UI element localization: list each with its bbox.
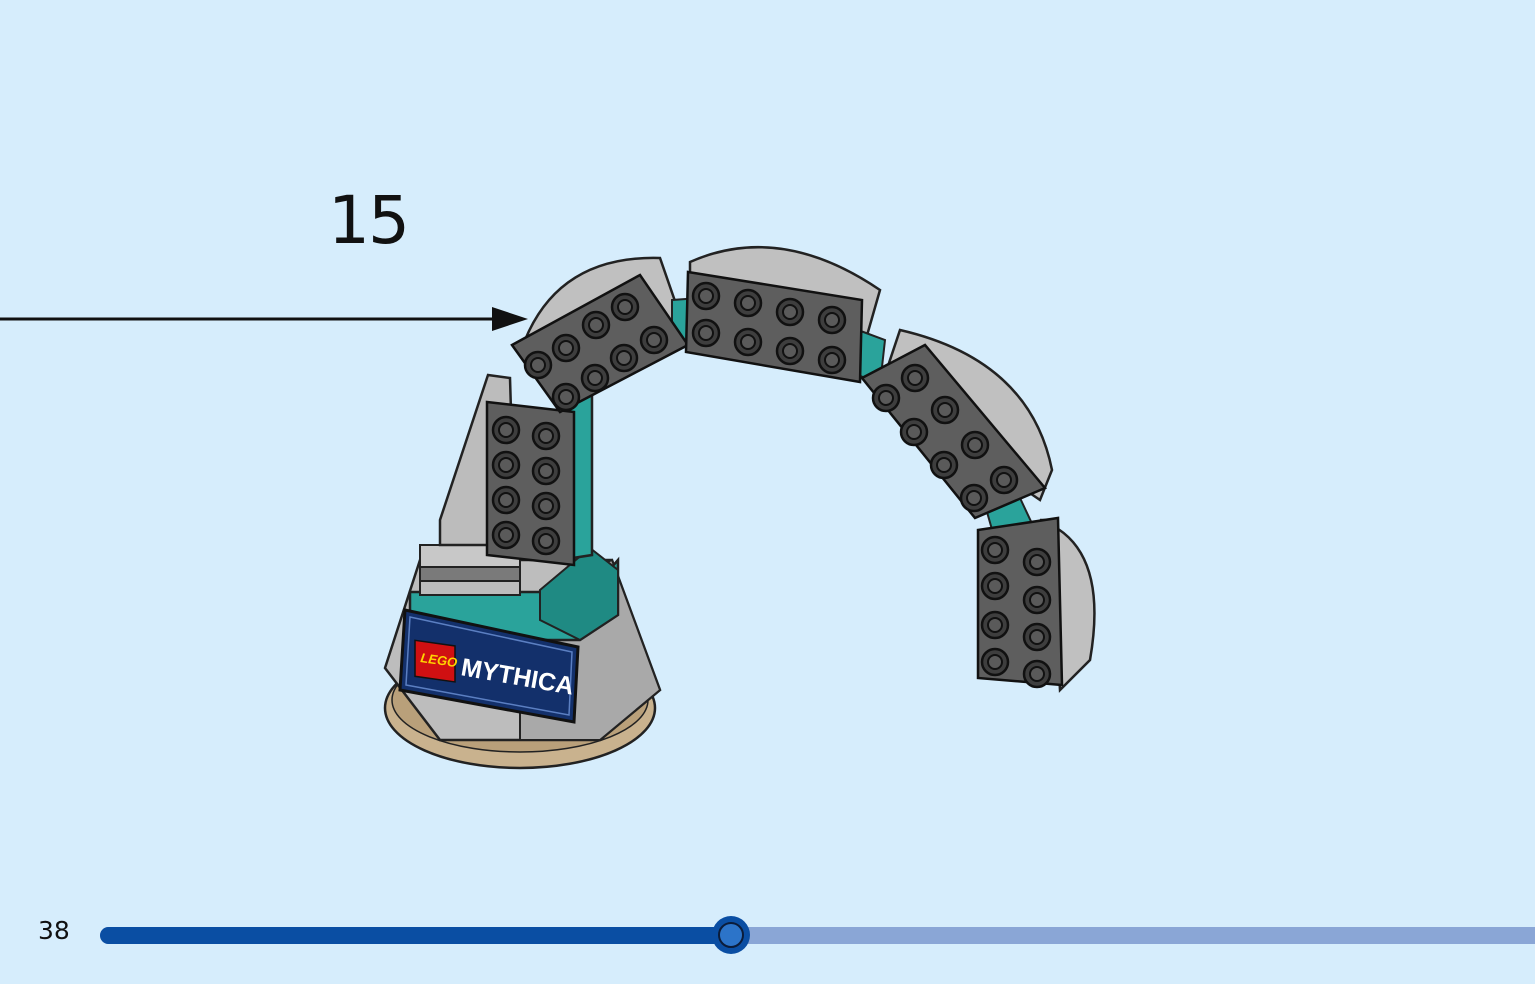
progress-bar[interactable] <box>100 916 1535 954</box>
progress-fill <box>100 927 731 944</box>
step-number: 15 <box>328 182 410 259</box>
badge-brand: LEGO <box>420 650 459 670</box>
mythica-badge: LEGO MYTHICA <box>398 608 580 724</box>
page-number: 38 <box>38 916 70 945</box>
progress-knob-icon[interactable] <box>712 916 750 954</box>
arrow-right-icon <box>0 307 528 331</box>
lego-model-illustration: LEGO MYTHICA <box>383 246 1096 770</box>
